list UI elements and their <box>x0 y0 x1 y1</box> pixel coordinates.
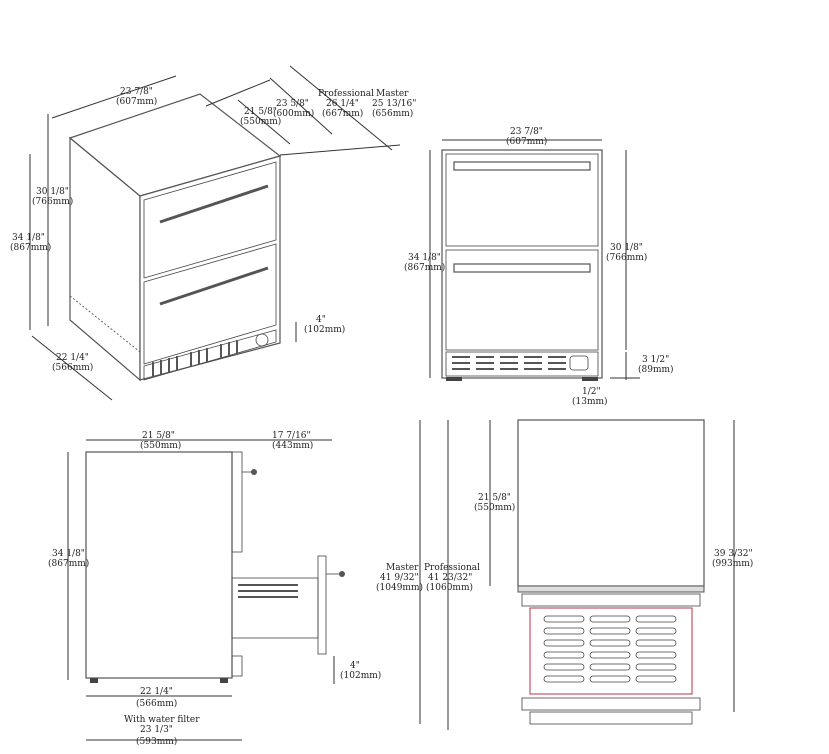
iso-height-box-mm: (766mm) <box>32 196 73 207</box>
iso-height-box: 30 1/8" <box>36 187 69 197</box>
front-handle-top <box>453 161 591 171</box>
iso-cabinet-front <box>139 155 281 381</box>
front-view: 23 7/8" (607mm) 34 1/8" (867mm) 30 1/8" … <box>404 127 674 407</box>
iso-height-total-mm: (867mm) <box>10 242 51 253</box>
front-drawer-bottom <box>445 249 599 351</box>
side-drawer-ext-mm: (443mm) <box>272 440 313 451</box>
iso-kick: 4" <box>316 315 326 325</box>
top-master-val: 41 9/32" <box>380 573 419 583</box>
iso-hidden-edge <box>69 295 141 353</box>
iso-depth1-label: 21 5/8" <box>244 107 277 117</box>
top-pro-title: Professional <box>424 563 480 573</box>
top-depth-mm: (550mm) <box>474 502 515 513</box>
front-foot-right <box>582 377 598 381</box>
iso-kick <box>143 329 277 381</box>
front-kick: 3 1/2" <box>642 355 669 365</box>
iso-view: 23 7/8" (607mm) 21 5/8" (550mm) 23 5/8" … <box>10 65 416 401</box>
side-kick-mm: (102mm) <box>340 670 381 681</box>
front-foot-left <box>446 377 462 381</box>
side-filter-label: With water filter <box>124 715 200 725</box>
iso-pro-mm: (667mm) <box>322 108 363 119</box>
side-foot-left <box>90 678 98 683</box>
top-pro-mm: (1060mm) <box>426 582 473 593</box>
top-total-mm: (993mm) <box>712 558 753 569</box>
side-filter <box>231 655 243 677</box>
top-view: 21 5/8" (550mm) Master 41 9/32" (1049mm)… <box>376 419 753 730</box>
front-kick-mm: (89mm) <box>638 364 674 375</box>
iso-master-val: 25 13/16" <box>372 99 416 109</box>
top-drawer-slots <box>543 615 677 683</box>
side-height-mm: (867mm) <box>48 558 89 569</box>
front-handle-bottom <box>453 263 591 273</box>
front-height-box-mm: (766mm) <box>606 252 647 263</box>
top-cabinet <box>517 419 705 587</box>
side-handle-top <box>251 469 257 475</box>
side-drawer-vents <box>238 584 298 598</box>
iso-depth2-mm: (600mm) <box>273 108 314 119</box>
iso-height-total: 34 1/8" <box>12 233 45 243</box>
iso-depth1-mm: (550mm) <box>240 116 281 127</box>
top-depth: 21 5/8" <box>478 493 511 503</box>
side-kick: 4" <box>350 661 360 671</box>
iso-drawer-bottom <box>143 243 277 365</box>
front-height-total: 34 1/8" <box>408 253 441 263</box>
front-display <box>569 355 589 371</box>
iso-drawer-top <box>143 161 277 279</box>
iso-pro-title: Professional <box>318 89 374 99</box>
top-drawer-front <box>521 593 701 607</box>
iso-kick-mm: (102mm) <box>304 324 345 335</box>
side-depth-bottom-mm: (566mm) <box>136 698 177 709</box>
iso-depth2-label: 23 5/8" <box>276 99 309 109</box>
side-view: 21 5/8" (550mm) 17 7/16" (443mm) 34 1/8"… <box>48 431 381 747</box>
top-door-top <box>517 585 705 593</box>
top-drawer-handle <box>529 711 693 725</box>
top-pro-val: 41 23/32" <box>428 573 472 583</box>
iso-depth-bottom-mm: (566mm) <box>52 362 93 373</box>
top-master-title: Master <box>386 563 419 573</box>
front-height-total-mm: (867mm) <box>404 262 445 273</box>
iso-master-mm: (656mm) <box>372 108 413 119</box>
front-height-box: 30 1/8" <box>610 243 643 253</box>
front-width: 23 7/8" <box>510 127 543 137</box>
iso-width-line <box>51 75 177 119</box>
front-kick <box>445 351 599 377</box>
iso-width-label: 23 7/8" <box>120 87 153 97</box>
top-total: 39 3/32" <box>714 549 753 559</box>
side-foot-right <box>220 678 228 683</box>
side-cabinet <box>85 451 233 679</box>
front-drawer-top <box>445 153 599 247</box>
side-filter-val: 23 1/3" <box>140 725 173 735</box>
iso-depth-bottom: 22 1/4" <box>56 353 89 363</box>
iso-pro-val: 26 1/4" <box>326 99 359 109</box>
front-vents <box>452 356 566 370</box>
side-handle-bottom <box>339 571 345 577</box>
top-drawer-bottom-front <box>521 697 701 711</box>
side-door-top <box>231 451 243 553</box>
side-depth: 21 5/8" <box>142 431 175 441</box>
side-drawer-ext: 17 7/16" <box>272 431 311 441</box>
iso-width-mm: (607mm) <box>116 96 157 107</box>
side-drawer-front <box>317 555 327 655</box>
iso-handle-top <box>159 184 269 224</box>
iso-vents <box>152 340 238 376</box>
iso-handle-bottom <box>159 266 269 306</box>
top-drawer-open <box>529 607 693 695</box>
iso-knob <box>255 333 269 347</box>
side-filter-mm: (593mm) <box>136 736 177 747</box>
iso-master-title: Master <box>376 89 409 99</box>
top-master-mm: (1049mm) <box>376 582 423 593</box>
front-width-mm: (607mm) <box>506 136 547 147</box>
front-foot-mm: (13mm) <box>572 396 608 407</box>
side-depth-mm: (550mm) <box>140 440 181 451</box>
side-depth-bottom: 22 1/4" <box>140 687 173 697</box>
side-height: 34 1/8" <box>52 549 85 559</box>
front-foot: 1/2" <box>582 387 601 397</box>
side-drawer-open <box>231 577 319 639</box>
